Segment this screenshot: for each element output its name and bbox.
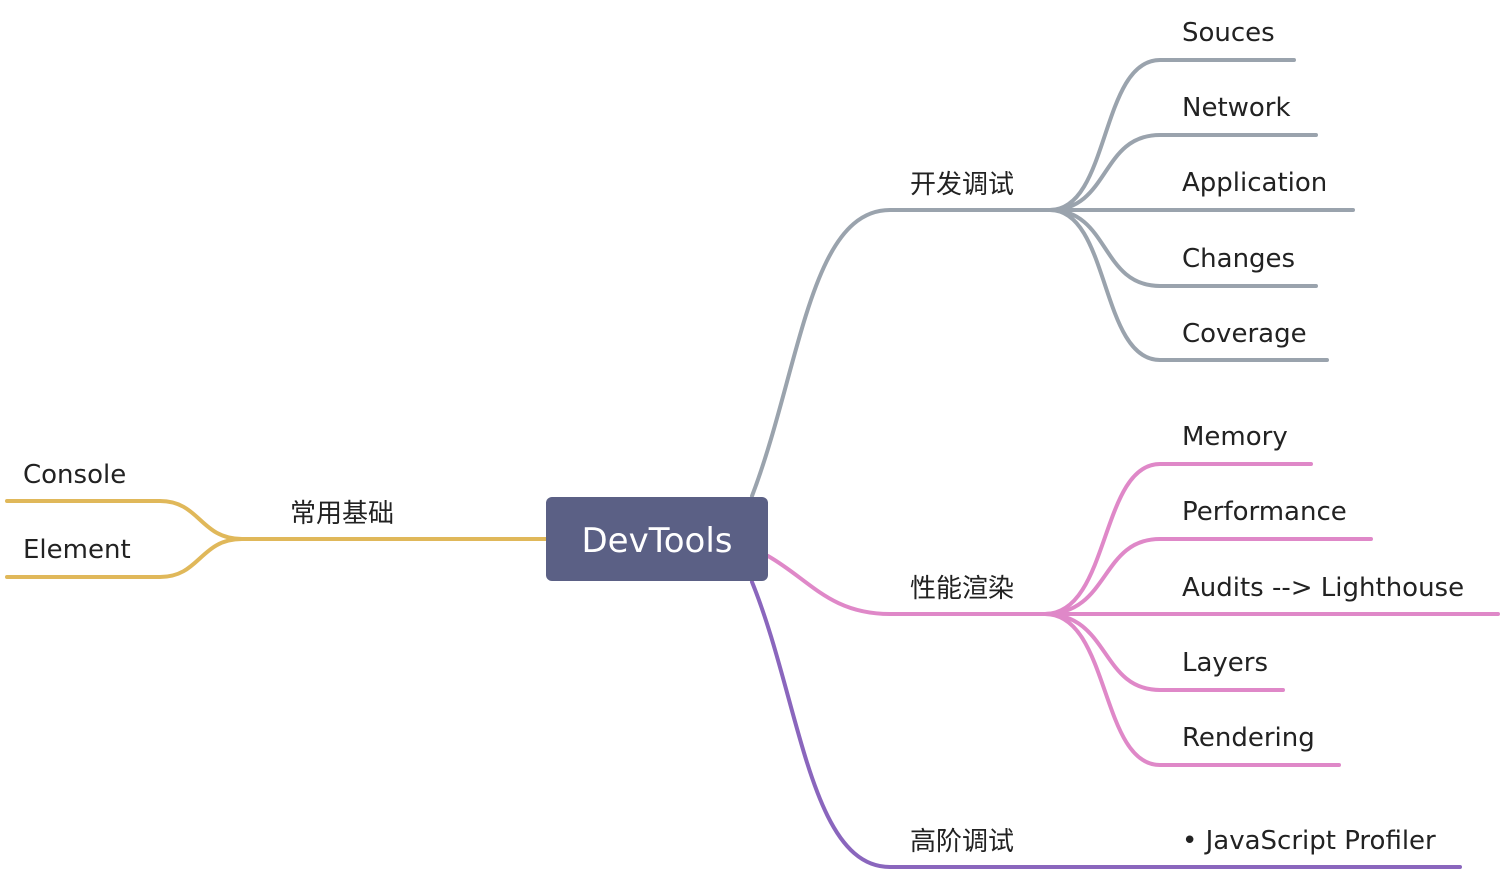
link-root-perf-render (766, 554, 1047, 616)
link-dev-changes (1048, 208, 1318, 288)
leaf-console[interactable]: Console (23, 460, 126, 490)
link-perf-memory (1043, 462, 1313, 616)
root-node[interactable]: DevTools (546, 497, 768, 581)
leaf-application[interactable]: Application (1182, 168, 1327, 198)
link-root-advanced-debug (750, 580, 1462, 869)
leaf-performance[interactable]: Performance (1182, 497, 1347, 527)
branch-label-basics[interactable]: 常用基础 (290, 499, 394, 529)
link-perf-rendering (1043, 612, 1341, 767)
leaf-network[interactable]: Network (1182, 93, 1291, 123)
link-dev-coverage (1048, 208, 1329, 362)
link-root-dev-debug (750, 208, 1052, 498)
link-dev-souces (1048, 58, 1296, 212)
leaf-rendering[interactable]: Rendering (1182, 723, 1315, 753)
leaf-memory[interactable]: Memory (1182, 422, 1288, 452)
branch-label-advanced-debug[interactable]: 高阶调试 (910, 827, 1014, 857)
leaf-layers[interactable]: Layers (1182, 648, 1268, 678)
link-dev-network (1048, 133, 1318, 212)
leaf-element[interactable]: Element (23, 535, 131, 565)
leaf-coverage[interactable]: Coverage (1182, 319, 1307, 349)
branch-label-perf-render[interactable]: 性能渲染 (910, 574, 1014, 604)
link-basics-console (5, 499, 244, 541)
link-perf-performance (1043, 537, 1373, 616)
root-node-box (546, 497, 768, 581)
leaf-audits-lighthouse[interactable]: Audits --> Lighthouse (1182, 573, 1464, 603)
leaf-souces[interactable]: Souces (1182, 18, 1275, 48)
leaf-javascript-profiler[interactable]: • JavaScript Profiler (1182, 826, 1436, 856)
connector-lines (5, 58, 1500, 869)
branch-label-dev-debug[interactable]: 开发调试 (910, 170, 1014, 200)
link-perf-layers (1043, 612, 1285, 692)
link-basics-element (5, 537, 244, 579)
root-node-label: DevTools (582, 521, 733, 561)
leaf-changes[interactable]: Changes (1182, 244, 1295, 274)
